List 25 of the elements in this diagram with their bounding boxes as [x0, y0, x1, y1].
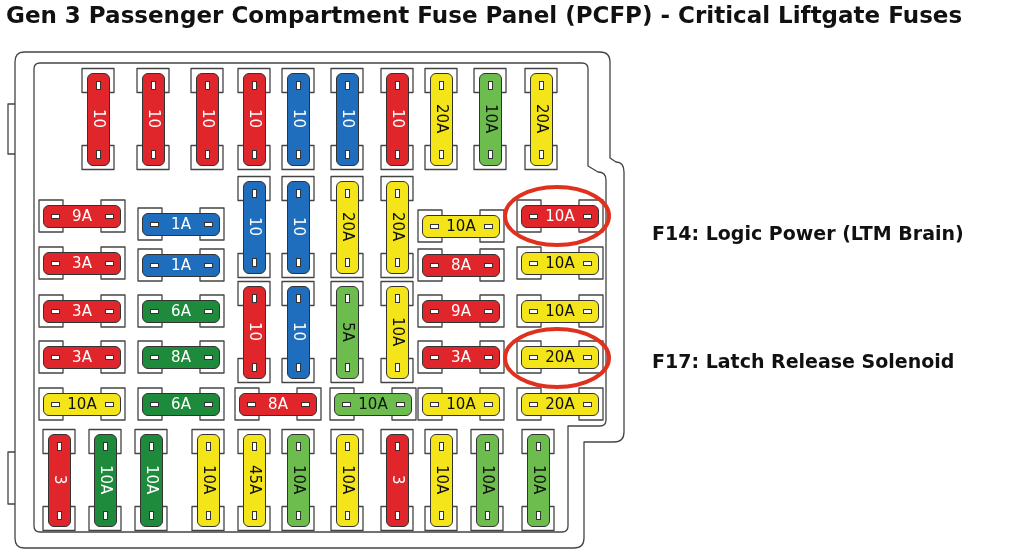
fuse: 1A — [142, 212, 220, 236]
fuse: 10A — [521, 251, 599, 275]
fuse: 10A — [521, 299, 599, 323]
fuse: 10A — [334, 392, 412, 416]
fuse: 9A — [422, 299, 500, 323]
fuse: 20A — [521, 345, 599, 369]
fuse: 10A — [521, 204, 599, 228]
fuse: 3A — [43, 251, 121, 275]
callout-text: F14: Logic Power (LTM Brain) — [652, 222, 964, 244]
fuse: 9A — [43, 204, 121, 228]
fuse: 10A — [422, 214, 500, 238]
fuse: 10A — [422, 392, 500, 416]
fuse: 6A — [142, 299, 220, 323]
fuse: 20A — [521, 392, 599, 416]
fuse: 8A — [142, 345, 220, 369]
fuse: 8A — [422, 253, 500, 277]
callout-text: F17: Latch Release Solenoid — [652, 350, 955, 372]
title: Gen 3 Passenger Compartment Fuse Panel (PCFP) - Critical Liftgate Fuses — [6, 2, 963, 28]
fuse: 3A — [422, 345, 500, 369]
fuse: 3A — [43, 345, 121, 369]
fuse: 3A — [43, 299, 121, 323]
fuse: 10A — [43, 392, 121, 416]
fuse: 6A — [142, 392, 220, 416]
fuse: 1A — [142, 253, 220, 277]
fuse: 8A — [239, 392, 317, 416]
